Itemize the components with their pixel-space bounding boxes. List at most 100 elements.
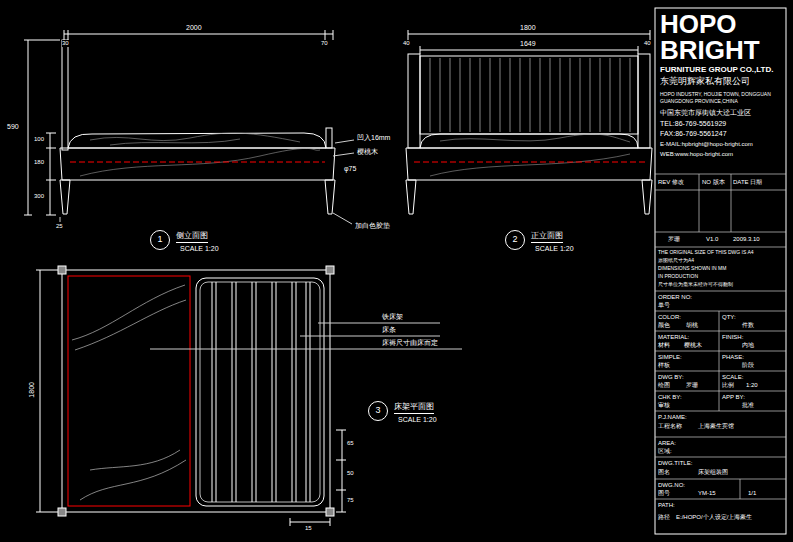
title-block-text: 2009.3.10	[733, 236, 760, 243]
title-block-text: HOPO INDUSTRY, HOUJIE TOWN, DONGGUAN	[660, 92, 771, 98]
title-block-text: 尺寸单位为毫米未经许可不得翻制	[658, 282, 733, 288]
drawing-annotation: 100	[34, 136, 44, 143]
title-block-text: P.J.NAME:	[658, 414, 687, 421]
title-block-text: AREA:	[658, 440, 676, 447]
title-block-text: DWG.NO:	[658, 482, 685, 489]
title-block-text: 1/1	[748, 490, 756, 497]
title-block-text: 材料	[658, 342, 670, 349]
title-block-text: 中国东莞市厚街镇大迳工业区	[660, 109, 751, 117]
drawing-annotation: 50	[347, 470, 354, 477]
title-block-text: 比例	[722, 382, 734, 389]
title-block-text: TEL:86-769-5561929	[660, 120, 726, 128]
title-block-text: 床架组装图	[698, 469, 728, 476]
side-elevation	[24, 30, 354, 224]
title-block-text: FURNITURE GROUP CO.,LTD.	[660, 66, 773, 75]
title-block-text: 上海豪生宾馆	[698, 423, 734, 430]
title-block-text: SCALE:	[722, 374, 743, 381]
drawing-annotation: 2000	[186, 24, 202, 32]
title-block-text: IN PRODUCTION	[658, 274, 698, 280]
drawing-annotation: 加白色胶垫	[355, 222, 390, 230]
drawing-annotation: 25	[56, 223, 63, 230]
title-block-text: 批准	[742, 402, 754, 409]
drawing-annotation: 40	[644, 40, 651, 47]
drawing-annotation: 40	[403, 40, 410, 47]
drawing-annotation: 15	[305, 525, 312, 532]
title-block-text: E:/HOPO/个人设定/上海豪生	[676, 514, 752, 521]
drawing-annotation: 300	[34, 193, 44, 200]
frame-plan	[36, 266, 462, 526]
view-scale: SCALE 1:20	[398, 416, 437, 424]
view-title: 正立面图	[531, 232, 563, 243]
title-block-text: MATERIAL:	[658, 334, 689, 341]
drawing-annotation: 65	[347, 440, 354, 447]
title-block-text: SIMPLE:	[658, 354, 682, 361]
title-block-text: THE ORIGINAL SIZE OF THIS DWG IS A4	[658, 250, 754, 256]
drawing-annotation: 30	[62, 40, 69, 47]
title-block-text: COLOR:	[658, 314, 681, 321]
title-block-text: QTY:	[722, 314, 736, 321]
title-block-text: 区域:	[658, 448, 672, 455]
title-block-text: 罗珊	[686, 382, 698, 389]
title-block-text: 路径	[658, 514, 670, 521]
view-title: 床架平面图	[394, 403, 434, 414]
title-block-text: 东莞明辉家私有限公司	[660, 77, 750, 87]
drawing-annotation: 樱桃木	[357, 148, 378, 156]
title-block-text: 单号	[658, 302, 670, 309]
title-block	[655, 8, 786, 534]
title-block-text: 审核	[658, 402, 670, 409]
title-block-text: PHASE:	[722, 354, 744, 361]
drawing-annotation: 床褥尺寸由床而定	[382, 339, 438, 347]
title-block-text: 样板	[658, 362, 670, 369]
view-callout: 2 正立面图 SCALE 1:20	[505, 230, 576, 255]
title-block-text: 工程名称	[658, 423, 682, 430]
title-block-text: YM-15	[698, 490, 716, 497]
title-block-rules	[655, 174, 786, 499]
drawing-annotation: φ75	[344, 165, 356, 173]
view-title: 侧立面图	[176, 232, 208, 243]
title-block-text: 颜色	[658, 322, 670, 329]
title-block-text: 阶段	[742, 362, 754, 369]
title-block-text: BRIGHT	[660, 36, 760, 65]
drawing-annotation: 床条	[382, 326, 396, 334]
drawing-annotation: 70	[321, 40, 328, 47]
title-block-text: 图名	[658, 469, 670, 476]
title-block-text: 绘图	[658, 382, 670, 389]
title-block-text: V1.0	[706, 236, 718, 243]
title-block-text: ORDER NO:	[658, 294, 692, 301]
view-scale: SCALE 1:20	[535, 245, 574, 253]
callout-number: 3	[368, 401, 388, 421]
title-block-text: 图号	[658, 490, 670, 497]
callout-number: 2	[505, 230, 525, 250]
title-block-text: 内地	[742, 342, 754, 349]
title-block-text: REV 修改	[658, 179, 684, 186]
title-block-text: 1:20	[746, 382, 758, 389]
title-block-text: CHK BY:	[658, 394, 682, 401]
drawing-annotation: 1649	[520, 40, 536, 48]
front-elevation	[406, 30, 652, 214]
title-block-text: 罗珊	[668, 236, 680, 243]
title-block-text: APP BY:	[722, 394, 745, 401]
drawing-annotation: 凹入16mm	[357, 134, 390, 142]
view-scale: SCALE 1:20	[180, 245, 219, 253]
drawing-annotation: 590	[7, 123, 19, 131]
drawing-annotation: 180	[34, 159, 44, 166]
title-block-text: DIMENSIONS SHOWN IN MM	[658, 266, 726, 272]
drawing-annotation: 1800	[520, 24, 536, 32]
view-callout: 1 侧立面图 SCALE 1:20	[150, 230, 221, 255]
title-block-text: NO 版本	[702, 179, 725, 186]
title-block-text: DWG BY:	[658, 374, 684, 381]
title-block-text: E-MAIL:hpbright@hopo-bright.com	[660, 141, 753, 148]
title-block-text: FAX:86-769-5561247	[660, 130, 727, 138]
title-block-text: DATE 日期	[733, 179, 762, 186]
title-block-text: GUANGDONG PROVINCE,CHINA	[660, 99, 738, 105]
title-block-text: 原图纸尺寸为A4	[658, 258, 694, 264]
title-block-text: WEB:www.hopo-bright.com	[660, 151, 733, 158]
drawing-annotation: 铁床架	[382, 313, 403, 321]
title-block-text: FINISH:	[722, 334, 743, 341]
title-block-text: DWG.TITLE:	[658, 460, 692, 467]
title-block-text: HOPO	[660, 10, 737, 39]
title-block-text: 樱桃木	[684, 342, 702, 349]
title-block-text: 胡桃	[686, 322, 698, 329]
callout-number: 1	[150, 230, 170, 250]
